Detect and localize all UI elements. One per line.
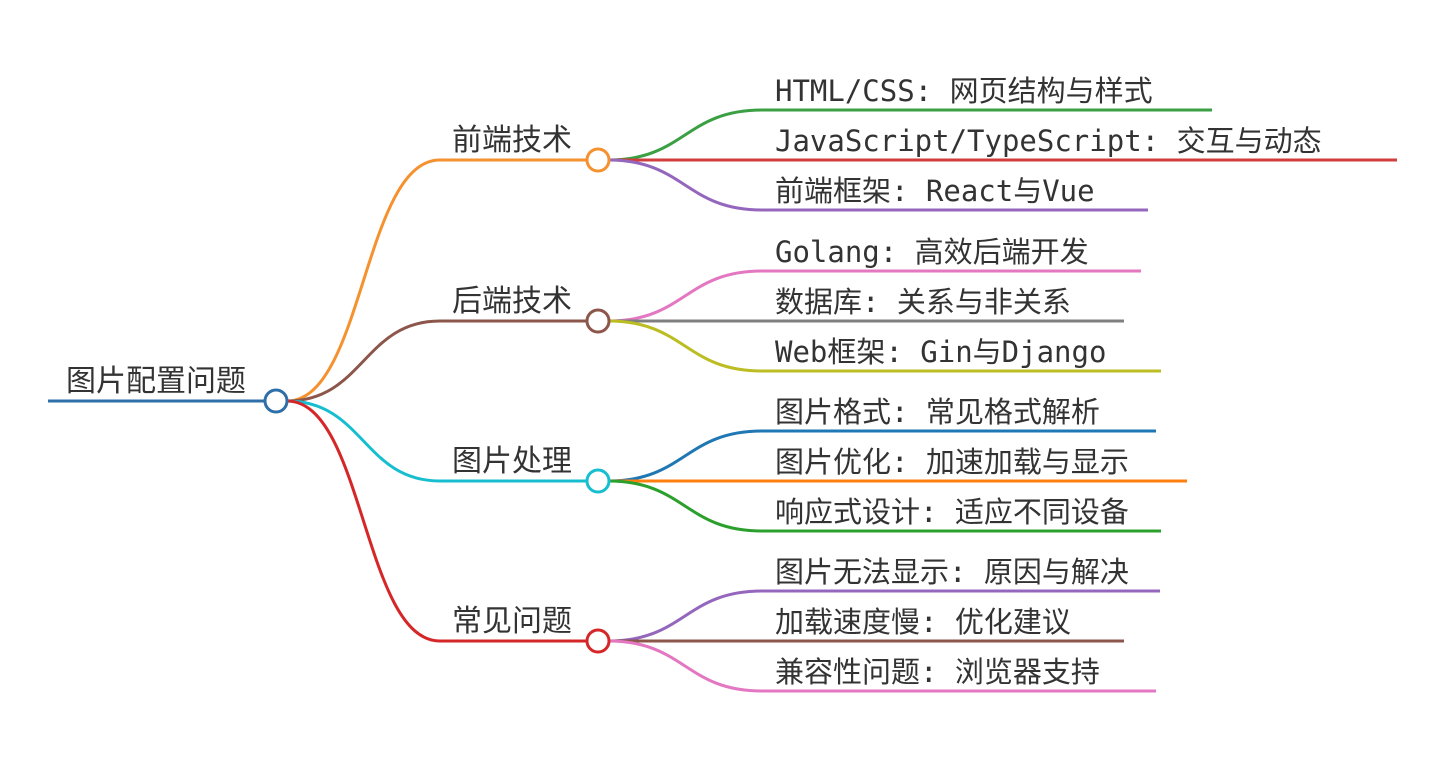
leaf-node-label[interactable]: 图片优化: 加速加载与显示	[775, 445, 1129, 480]
leaf-link	[607, 158, 763, 212]
root-node-label[interactable]: 图片配置问题	[66, 365, 246, 399]
root-branch-link	[286, 319, 441, 403]
leaf-link	[607, 639, 763, 693]
branch-node-label[interactable]: 前端技术	[452, 124, 572, 158]
leaf-node-label[interactable]: 图片格式: 常见格式解析	[775, 395, 1100, 430]
leaf-link	[607, 479, 763, 533]
leaf-node-label[interactable]: 兼容性问题: 浏览器支持	[775, 655, 1100, 690]
branch-node-circle[interactable]	[585, 147, 611, 173]
branch-node-label[interactable]: 后端技术	[452, 285, 572, 319]
leaf-node-label[interactable]: 图片无法显示: 原因与解决	[775, 555, 1129, 590]
leaf-node-label[interactable]: HTML/CSS: 网页结构与样式	[775, 74, 1153, 109]
root-branch-link	[286, 158, 441, 403]
leaf-link	[607, 429, 763, 483]
leaf-node-label[interactable]: Web框架: Gin与Django	[775, 335, 1107, 370]
leaf-link	[607, 319, 763, 373]
leaf-node-label[interactable]: 响应式设计: 适应不同设备	[775, 495, 1129, 530]
branch-node-circle[interactable]	[585, 468, 611, 494]
leaf-link	[607, 269, 763, 323]
branch-node-label[interactable]: 图片处理	[452, 445, 572, 479]
leaf-link	[607, 108, 763, 162]
leaf-node-label[interactable]: JavaScript/TypeScript: 交互与动态	[775, 124, 1322, 159]
root-branch-link	[286, 399, 441, 483]
root-branch-link	[286, 399, 441, 643]
branch-node-label[interactable]: 常见问题	[452, 605, 572, 639]
branch-node-circle[interactable]	[585, 308, 611, 334]
leaf-node-label[interactable]: 前端框架: React与Vue	[775, 174, 1095, 209]
root-node-circle[interactable]	[263, 388, 289, 414]
branch-node-circle[interactable]	[585, 628, 611, 654]
leaf-node-label[interactable]: Golang: 高效后端开发	[775, 235, 1089, 270]
leaf-link	[607, 589, 763, 643]
leaf-node-label[interactable]: 数据库: 关系与非关系	[775, 285, 1071, 320]
leaf-node-label[interactable]: 加载速度慢: 优化建议	[775, 605, 1071, 640]
